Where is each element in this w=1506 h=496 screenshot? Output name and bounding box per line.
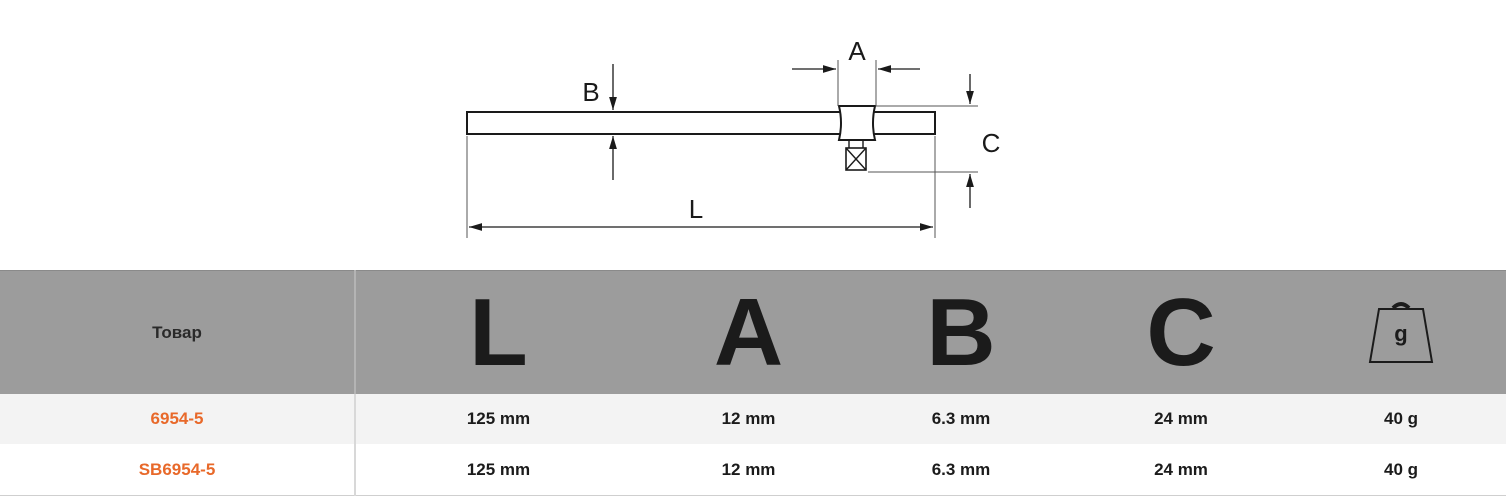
tool-drawing: A B C L <box>466 36 1001 238</box>
value-a: 12 mm <box>641 444 856 496</box>
socket-head <box>837 105 877 141</box>
value-weight: 40 g <box>1296 444 1506 496</box>
header-l: L <box>355 270 641 394</box>
dim-label-l: L <box>689 194 703 224</box>
dim-label-b: B <box>582 77 599 107</box>
dim-label-c: C <box>982 128 1001 158</box>
header-weight: g <box>1296 270 1506 394</box>
table-row: SB6954-5 125 mm 12 mm 6.3 mm 24 mm 40 g <box>0 444 1506 496</box>
header-a: A <box>641 270 856 394</box>
product-link[interactable]: 6954-5 <box>0 394 356 445</box>
header-b: B <box>856 270 1066 394</box>
value-l: 125 mm <box>355 444 641 496</box>
weight-icon-label: g <box>1394 321 1407 346</box>
value-c: 24 mm <box>1066 394 1296 445</box>
value-weight: 40 g <box>1296 394 1506 445</box>
header-c: C <box>1066 270 1296 394</box>
header-c-letter: C <box>1146 278 1216 386</box>
dimension-diagram: A B C L <box>466 36 1001 238</box>
value-b: 6.3 mm <box>856 444 1066 496</box>
value-a: 12 mm <box>641 394 856 445</box>
weight-icon: g <box>1368 301 1434 363</box>
product-link[interactable]: SB6954-5 <box>0 444 356 496</box>
header-l-letter: L <box>469 278 528 386</box>
spec-table: Товар L A B C g 6954-5 125 mm 12 mm <box>0 270 1506 496</box>
header-b-letter: B <box>926 278 996 386</box>
dim-label-a: A <box>848 36 866 66</box>
value-l: 125 mm <box>355 394 641 445</box>
value-c: 24 mm <box>1066 444 1296 496</box>
handle-bar <box>466 111 936 135</box>
table-header-row: Товар L A B C g <box>0 270 1506 394</box>
product-column-header: Товар <box>0 270 356 394</box>
value-b: 6.3 mm <box>856 394 1066 445</box>
header-a-letter: A <box>713 278 784 386</box>
table-row: 6954-5 125 mm 12 mm 6.3 mm 24 mm 40 g <box>0 394 1506 445</box>
